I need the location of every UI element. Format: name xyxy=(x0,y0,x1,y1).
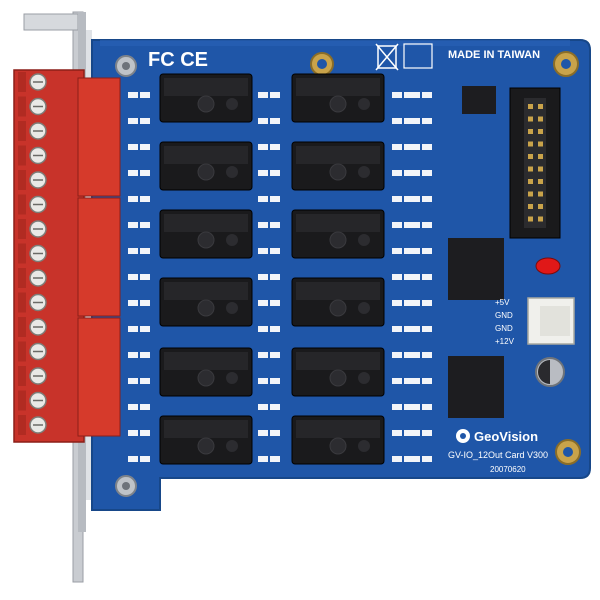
smd-part xyxy=(128,378,138,384)
smd-part xyxy=(410,430,420,436)
power-label-5v: +5V xyxy=(495,298,510,307)
smd-part xyxy=(392,456,402,462)
smd-part xyxy=(410,326,420,332)
smd-part xyxy=(392,274,402,280)
smd-part xyxy=(128,144,138,150)
relay xyxy=(291,347,385,397)
red-led xyxy=(535,257,561,275)
power-label-gnd-2: GND xyxy=(495,324,513,333)
smd-part xyxy=(410,196,420,202)
relay xyxy=(159,209,253,259)
smd-part xyxy=(258,222,268,228)
smd-part xyxy=(392,248,402,254)
relay xyxy=(291,277,385,327)
smd-part xyxy=(258,118,268,124)
power-labels: +5V GND GND +12V xyxy=(495,298,515,346)
smd-part xyxy=(128,300,138,306)
geovision-logo xyxy=(456,429,470,443)
smd-part xyxy=(392,170,402,176)
relay xyxy=(159,347,253,397)
smd-part xyxy=(128,274,138,280)
smd-part xyxy=(392,352,402,358)
smd-part xyxy=(128,456,138,462)
smd-part xyxy=(128,170,138,176)
smd-part xyxy=(258,144,268,150)
mounting-holes xyxy=(115,51,581,497)
smd-part xyxy=(258,196,268,202)
power-connector xyxy=(527,297,575,345)
electrolytic-capacitor xyxy=(535,357,565,387)
smd-part xyxy=(410,248,420,254)
relay xyxy=(159,277,253,327)
smd-part xyxy=(258,300,268,306)
smd-part xyxy=(410,456,420,462)
smd-part xyxy=(410,274,420,280)
relay xyxy=(159,73,253,123)
ribbon-header xyxy=(509,87,561,239)
smd-part xyxy=(128,118,138,124)
smd-part xyxy=(258,170,268,176)
smd-part xyxy=(392,430,402,436)
smd-part xyxy=(258,378,268,384)
relay xyxy=(291,209,385,259)
smd-part xyxy=(258,248,268,254)
smd-part xyxy=(128,352,138,358)
smd-part xyxy=(128,222,138,228)
smd-part xyxy=(128,248,138,254)
smd-part xyxy=(410,144,420,150)
brand-name: GeoVision xyxy=(474,429,538,444)
relay xyxy=(291,73,385,123)
smd-part xyxy=(410,170,420,176)
smd-part xyxy=(128,326,138,332)
smd-part xyxy=(392,144,402,150)
smd-part xyxy=(258,352,268,358)
fcc-ce-mark: FC CE xyxy=(148,49,208,71)
smd-part xyxy=(258,274,268,280)
relay xyxy=(159,415,253,465)
relay xyxy=(291,415,385,465)
terminal-block xyxy=(13,69,121,443)
made-in-label: MADE IN TAIWAN xyxy=(448,49,540,61)
smd-part xyxy=(258,430,268,436)
smd-part xyxy=(410,118,420,124)
weee-icon xyxy=(375,43,399,71)
rohs-icon xyxy=(403,43,433,69)
power-label-gnd-1: GND xyxy=(495,311,513,320)
smd-part xyxy=(128,404,138,410)
smd-part xyxy=(392,222,402,228)
smd-part xyxy=(392,118,402,124)
relay-array xyxy=(159,73,385,465)
smd-part xyxy=(392,378,402,384)
relay xyxy=(159,141,253,191)
smd-part xyxy=(258,326,268,332)
smd-part xyxy=(258,404,268,410)
smd-part xyxy=(392,404,402,410)
smd-part xyxy=(128,430,138,436)
smd-part xyxy=(410,378,420,384)
smd-part xyxy=(392,326,402,332)
smd-part xyxy=(128,92,138,98)
power-label-12v: +12V xyxy=(495,337,515,346)
smd-part xyxy=(258,456,268,462)
smd-part xyxy=(410,92,420,98)
smd-part xyxy=(410,352,420,358)
smd-part xyxy=(410,222,420,228)
smd-part xyxy=(392,300,402,306)
smd-part xyxy=(258,92,268,98)
date-code: 20070620 xyxy=(490,465,526,474)
smd-part xyxy=(410,404,420,410)
smd-part xyxy=(392,196,402,202)
smd-components xyxy=(128,92,432,462)
model-label: GV-IO_12Out Card V300 xyxy=(448,450,548,460)
smd-part xyxy=(128,196,138,202)
smd-part xyxy=(410,300,420,306)
ic-chips xyxy=(448,86,504,418)
relay xyxy=(291,141,385,191)
smd-part xyxy=(392,92,402,98)
